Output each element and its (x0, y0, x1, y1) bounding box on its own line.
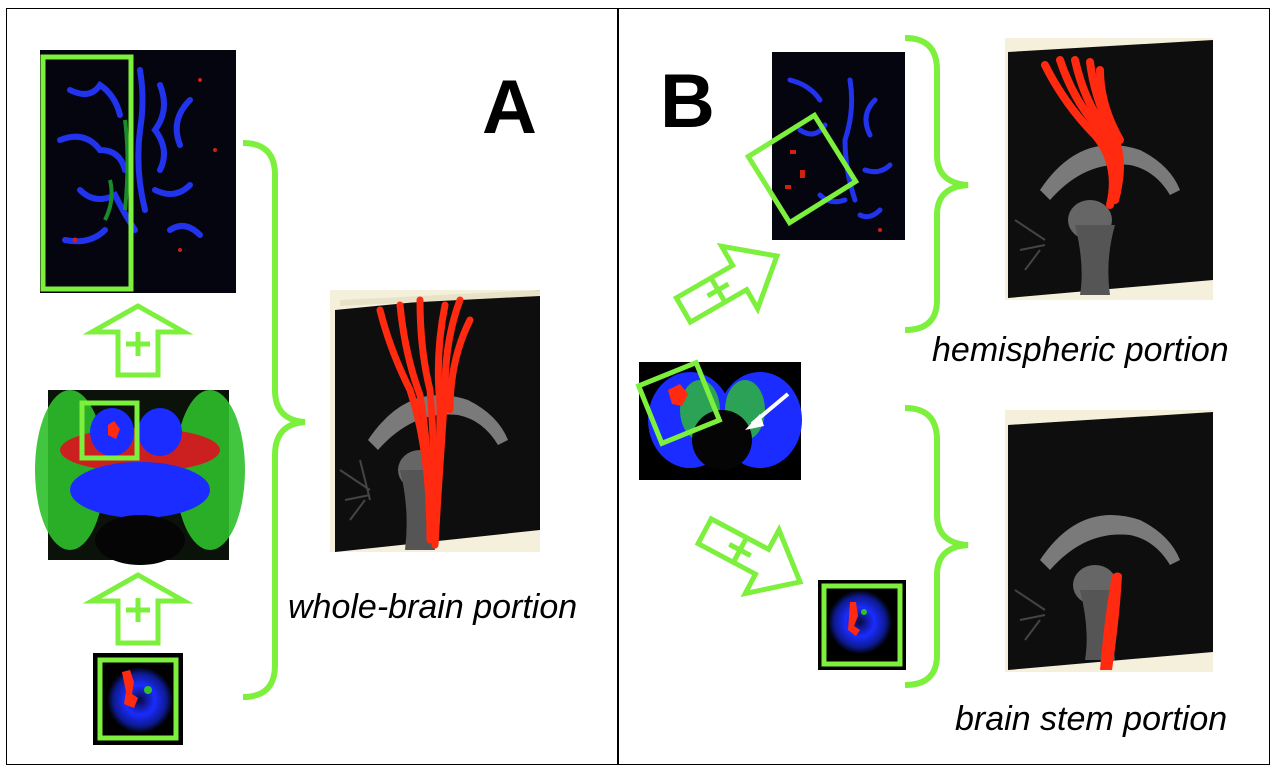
figure-frame (6, 8, 1270, 765)
panel-divider (617, 8, 619, 765)
panel-a-caption: whole-brain portion (288, 588, 578, 626)
panel-b-caption-hemispheric: hemispheric portion (932, 331, 1229, 369)
panel-b-label: B (660, 59, 715, 144)
panel-b-caption-brainstem: brain stem portion (955, 700, 1228, 738)
panel-a-label: A (482, 65, 537, 150)
